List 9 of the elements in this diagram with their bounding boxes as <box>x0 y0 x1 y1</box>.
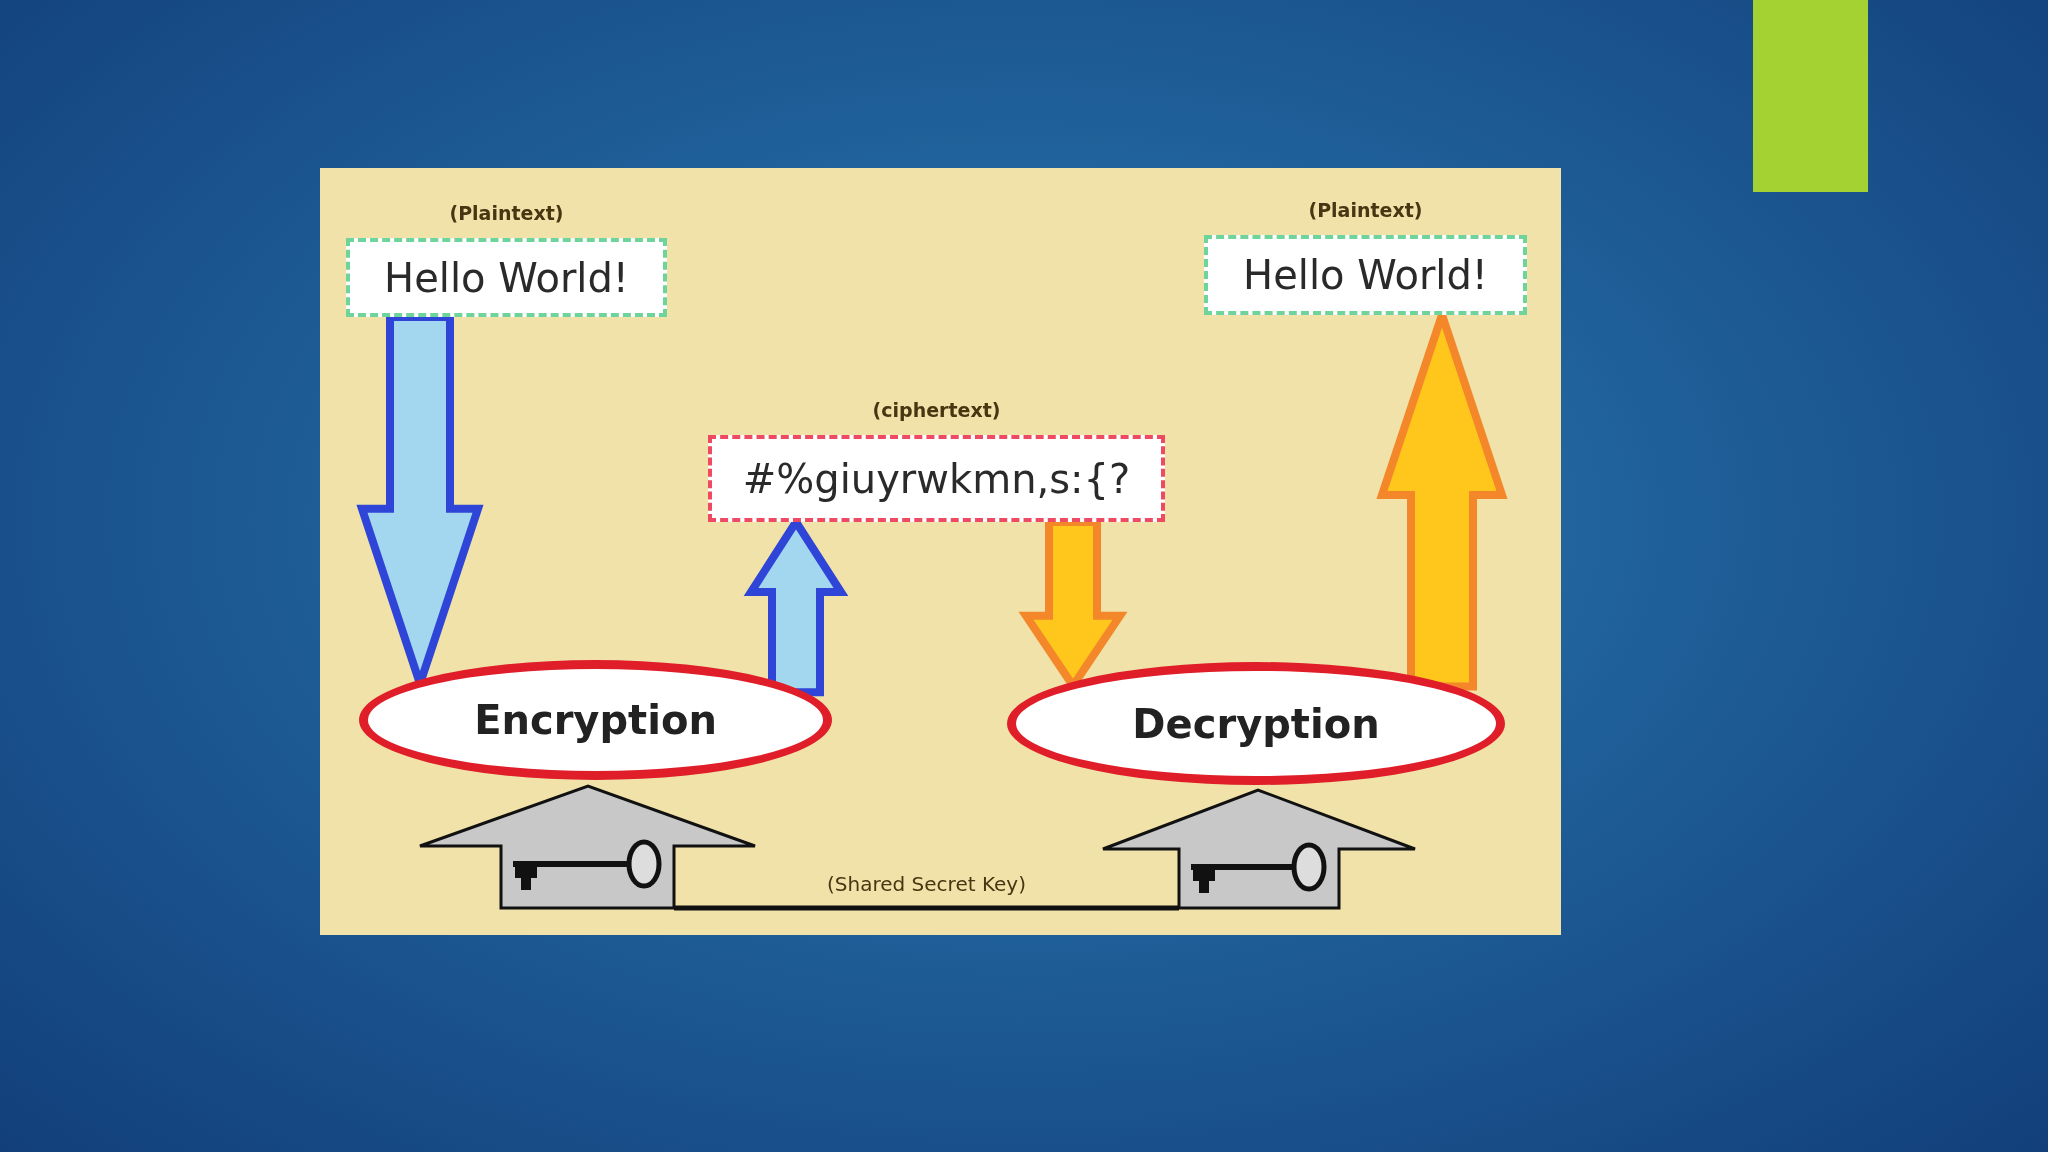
key-arrow-drawing <box>418 784 757 910</box>
caption-label: (ciphertext) <box>871 399 1002 421</box>
message-box: Hello World! <box>1204 235 1527 315</box>
connector-line <box>674 905 1179 911</box>
caption-label: (Plaintext) <box>1307 199 1424 221</box>
message-box: Hello World! <box>346 238 667 317</box>
key-arrow-drawing <box>1101 788 1417 910</box>
message-box: #%giuyrwkmn,s:{? <box>708 435 1165 522</box>
caption-label: (Plaintext) <box>448 202 565 224</box>
